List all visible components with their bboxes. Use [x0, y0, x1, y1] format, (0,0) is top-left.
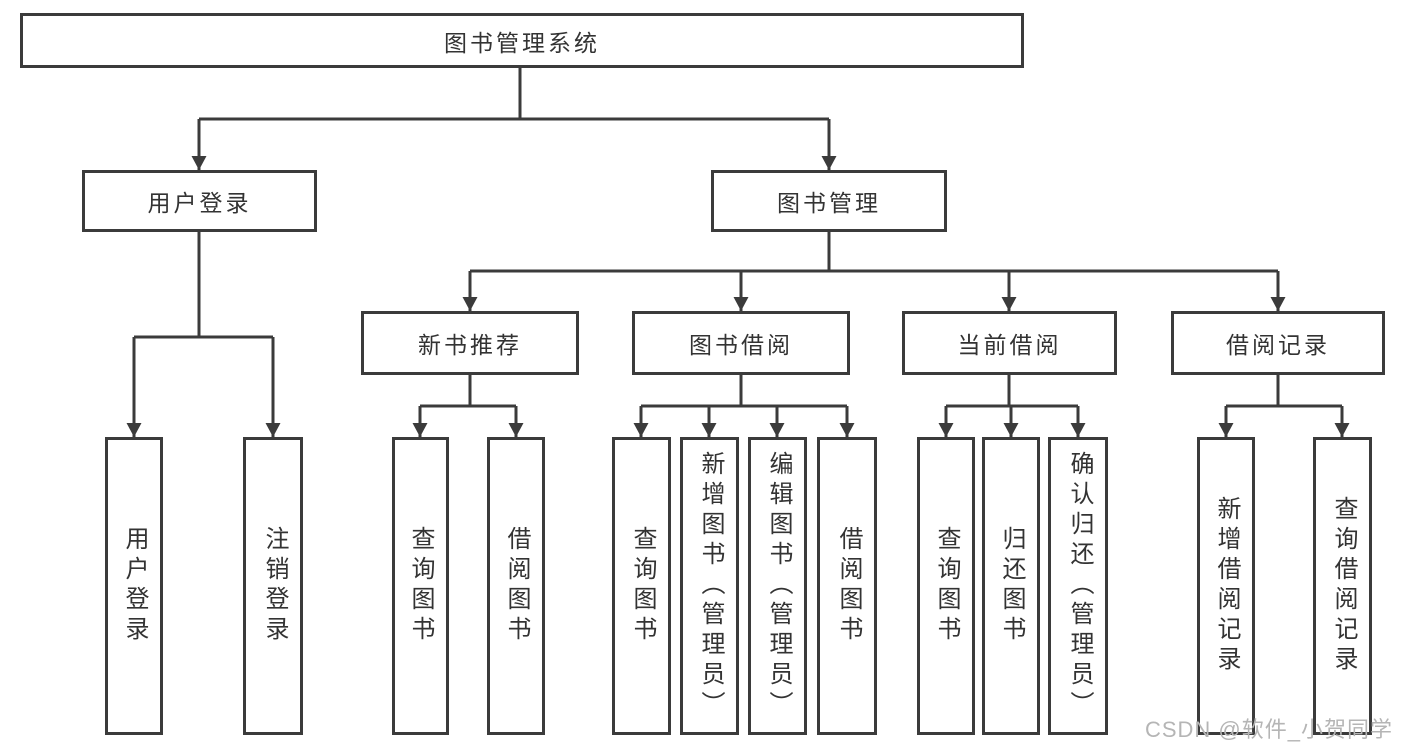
leaf-recommend-query-book: 查询图书 [392, 437, 449, 735]
csdn-watermark: CSDN @软件_小贺同学 [1144, 717, 1393, 742]
node-book-management: 图书管理 [711, 170, 947, 232]
connector-book-borrow-trunk [641, 375, 847, 408]
leaf-current-query-book: 查询图书 [917, 437, 975, 735]
connector-user-login-trunk [134, 232, 273, 339]
leaf-user-login: 用户登录 [105, 437, 163, 735]
node-new-book-recommend: 新书推荐 [361, 311, 579, 375]
node-borrow-records: 借阅记录 [1171, 311, 1385, 375]
node-book-borrow: 图书借阅 [632, 311, 850, 375]
leaf-borrow-edit-book-admin: 编辑图书（管理员） [748, 437, 807, 735]
leaf-current-return-book: 归还图书 [982, 437, 1040, 735]
connector-new-book-trunk [420, 375, 516, 408]
leaf-borrow-query-book: 查询图书 [612, 437, 671, 735]
node-user-login: 用户登录 [82, 170, 317, 232]
leaf-records-query-borrow-record: 查询借阅记录 [1313, 437, 1372, 735]
leaf-logout: 注销登录 [243, 437, 303, 735]
leaf-borrow-add-book-admin: 新增图书（管理员） [680, 437, 739, 735]
leaf-current-confirm-return-admin: 确认归还（管理员） [1048, 437, 1108, 735]
leaf-borrow-borrow-book: 借阅图书 [817, 437, 877, 735]
connector-root-trunk [199, 68, 829, 121]
leaf-records-add-borrow-record: 新增借阅记录 [1197, 437, 1255, 735]
connector-current-borrow-trunk [946, 375, 1078, 408]
connector-book-mgmt-trunk [470, 232, 1278, 273]
node-root-system: 图书管理系统 [20, 13, 1024, 68]
connector-borrow-records-trunk [1226, 375, 1342, 408]
leaf-recommend-borrow-book: 借阅图书 [487, 437, 545, 735]
node-current-borrow: 当前借阅 [902, 311, 1117, 375]
